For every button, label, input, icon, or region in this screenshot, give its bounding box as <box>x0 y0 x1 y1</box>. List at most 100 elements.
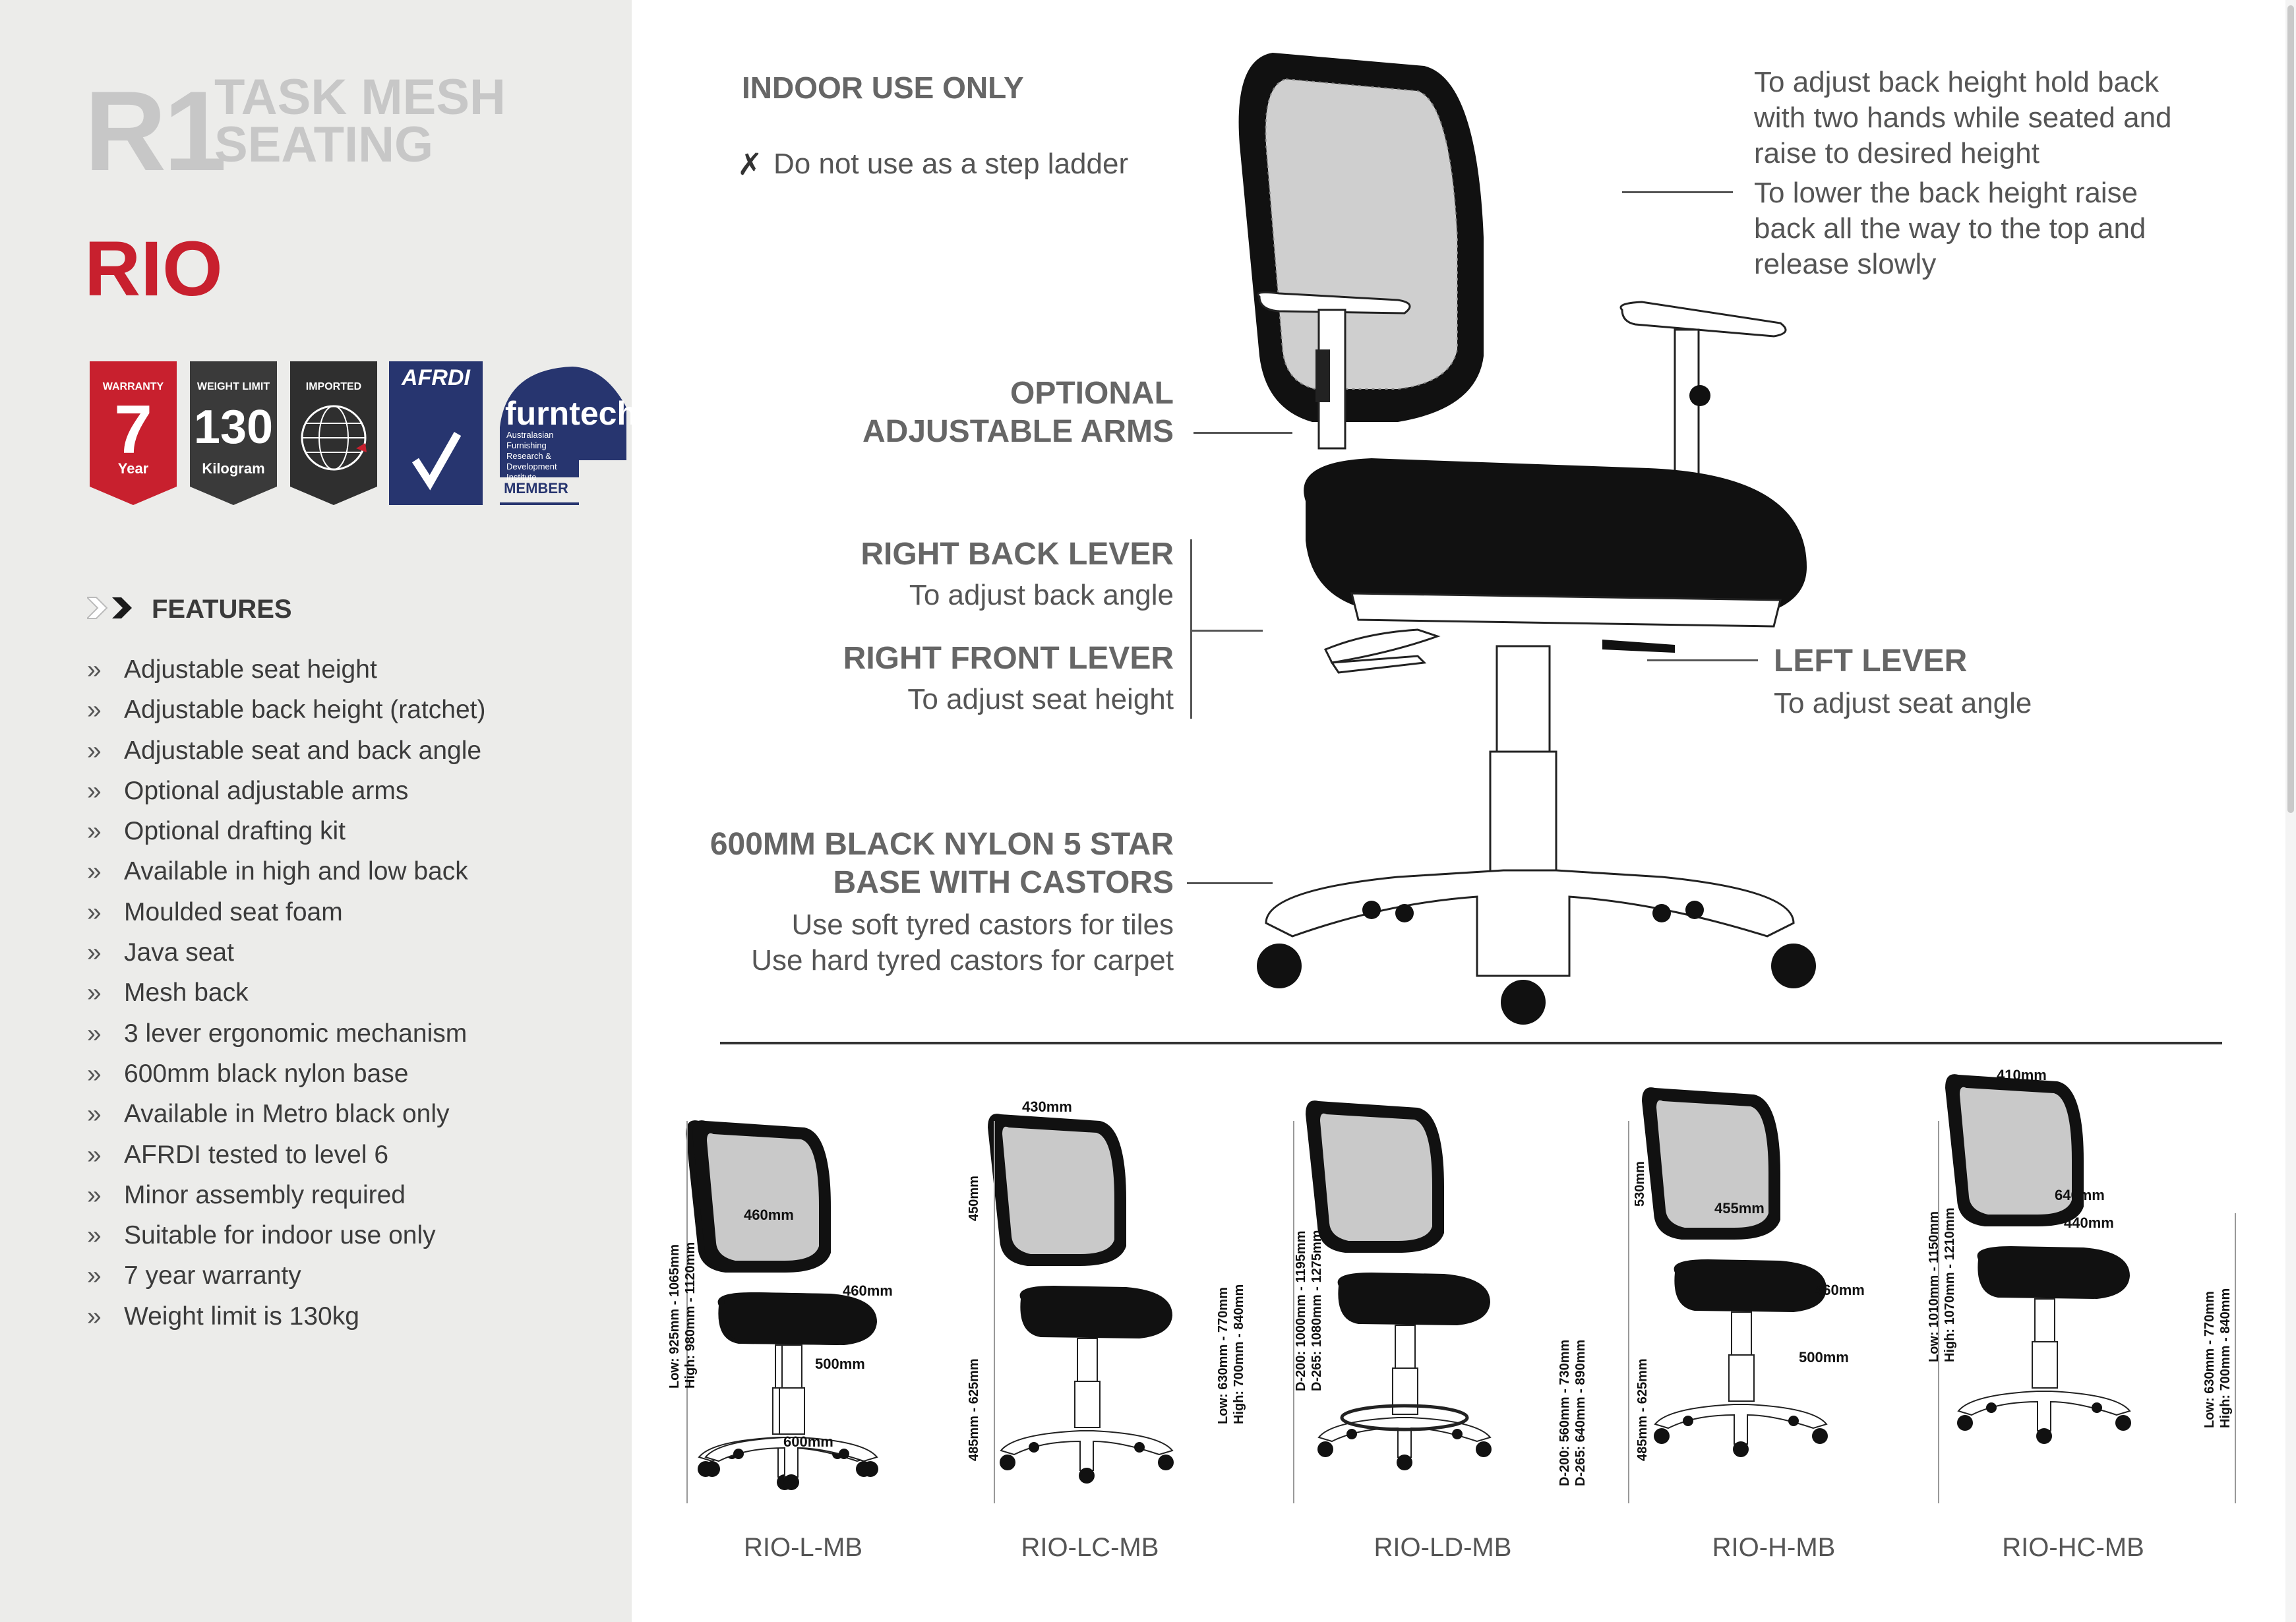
feature-bullet: » <box>87 857 102 886</box>
feature-item: »Java seat <box>87 932 615 973</box>
feature-bullet: » <box>87 897 102 926</box>
feature-bullet: » <box>87 1019 102 1048</box>
model-name-rio-h: RIO-H-MB <box>1712 1533 1836 1562</box>
furntech-line: Institute <box>506 472 537 482</box>
rio-ld-seat-d200: D-200: 560mm - 730mm <box>1557 1339 1572 1486</box>
feature-item: » Moulded seat foam <box>87 892 615 932</box>
back-height-text: To adjust back height hold back with two… <box>1754 65 2172 282</box>
base-sub: Use soft tyred castors for tiles Use har… <box>659 907 1174 978</box>
feature-bullet: » <box>87 736 102 765</box>
back-height-line: with two hands while seated and <box>1754 102 2172 134</box>
chair-illustration <box>1238 53 1816 1025</box>
feature-text: Adjustable seat and back angle <box>124 736 482 765</box>
feature-bullet: » <box>87 655 102 684</box>
features-heading: FEATURES <box>152 595 292 624</box>
feature-item: » Adjustable back height (ratchet) <box>87 690 615 730</box>
feature-text: Weight limit is 130kg <box>124 1302 359 1331</box>
lever-leader <box>1190 630 1263 632</box>
feature-item: »Available in Metro black only <box>87 1094 615 1134</box>
feature-text: Optional adjustable arms <box>124 776 409 805</box>
feature-text: Java seat <box>124 938 234 967</box>
rio-h-seat-width: 460mm <box>1815 1282 1865 1298</box>
back-height-line: To lower the back height raise <box>1754 177 2138 209</box>
feature-text: Available in high and low back <box>124 857 468 886</box>
scrollbar-thumb[interactable] <box>2287 5 2294 813</box>
rio-hc-height-low: Low: 1010mm - 1150mm <box>1927 1211 1941 1362</box>
feature-bullet: » <box>87 1100 102 1129</box>
feature-item: »Optional adjustable arms <box>87 771 615 811</box>
furntech-member: MEMBER <box>504 480 568 496</box>
furntech-line: Furnishing <box>506 440 547 450</box>
model-thumbnails <box>686 1073 2236 1503</box>
feature-text: Minor assembly required <box>124 1180 406 1209</box>
rio-h-seat-height: 485mm - 625mm <box>1635 1358 1650 1461</box>
feature-text: Moulded seat foam <box>124 897 343 926</box>
rio-hc-arm-high: High: 700mm - 840mm <box>2218 1288 2233 1428</box>
feature-item: » Suitable for indoor use only <box>87 1215 615 1255</box>
imported-badge-shape <box>290 361 377 505</box>
feature-bullet: » <box>87 696 102 725</box>
furntech-line: Australasian <box>506 430 554 440</box>
rio-ld-d265: D-265: 1080mm - 1275mm <box>1310 1230 1324 1391</box>
model-name-rio-hc: RIO-HC-MB <box>2002 1533 2144 1562</box>
weight-badge-bottom: Kilogram <box>202 460 265 477</box>
right-front-lever-sub: To adjust seat height <box>907 683 1174 715</box>
sidebar <box>0 0 632 1622</box>
rio-l-seat-depth: 500mm <box>815 1356 865 1372</box>
rio-lc-back-height: 450mm <box>967 1176 981 1221</box>
imported-badge-top: IMPORTED <box>305 381 362 392</box>
left-lever-title: LEFT LEVER <box>1774 644 1968 678</box>
lever-bracket <box>1190 539 1192 719</box>
rio-hc-height-high: High: 1070mm - 1210mm <box>1943 1207 1957 1362</box>
feature-text: AFRDI tested to level 6 <box>124 1140 389 1169</box>
arms-callout-line1: OPTIONAL <box>1010 376 1174 411</box>
back-height-line: release slowly <box>1754 248 1937 280</box>
rio-l-base-width: 600mm <box>783 1433 833 1450</box>
rio-h-back-height: 530mm <box>1633 1161 1647 1207</box>
furntech-shape <box>500 367 626 505</box>
feature-text: Adjustable back height (ratchet) <box>124 696 486 725</box>
afrdi-badge: AFRDI <box>389 361 483 505</box>
rio-lc-seat-height: 485mm - 625mm <box>967 1358 981 1461</box>
warranty-badge-shape <box>90 361 177 505</box>
product-name: RIO <box>84 225 223 313</box>
furntech-logo: furntech <box>505 395 637 432</box>
rio-h-back-width: 455mm <box>1714 1200 1765 1216</box>
left-lever-sub: To adjust seat angle <box>1774 687 2032 719</box>
feature-text: Suitable for indoor use only <box>124 1221 436 1250</box>
cross-icon: ✗ <box>737 147 763 181</box>
feature-text: Adjustable seat height <box>124 655 377 684</box>
rio-hc-arm-low: Low: 630mm - 770mm <box>2202 1291 2217 1428</box>
feature-text: 7 year warranty <box>124 1261 301 1290</box>
rio-h-seat-depth: 500mm <box>1799 1349 1849 1366</box>
back-height-line: back all the way to the top and <box>1754 212 2146 245</box>
series-name-line1: TASK MESH <box>214 69 506 125</box>
furntech-badge: furntech Australasian Furnishing Researc… <box>500 361 637 505</box>
rio-l-height-high: High: 980mm - 1120mm <box>683 1242 698 1389</box>
feature-text: 600mm black nylon base <box>124 1059 409 1088</box>
feature-item: » Optional drafting kit <box>87 811 615 851</box>
feature-item: »Weight limit is 130kg <box>87 1296 615 1337</box>
weight-badge-number: 130 <box>193 401 274 454</box>
feature-item: » Adjustable seat height <box>87 649 615 690</box>
warranty-badge-bottom: Year <box>117 460 149 477</box>
base-sub-line1: Use soft tyred castors for tiles <box>791 909 1174 941</box>
feature-item: »Minor assembly required <box>87 1175 615 1215</box>
section-divider <box>720 1042 2222 1044</box>
double-chevron-icon <box>87 597 132 619</box>
feature-bullet: » <box>87 1221 102 1250</box>
feature-bullet: » <box>87 817 102 846</box>
rio-l-back-width: 460mm <box>744 1207 794 1223</box>
model-name-rio-lc: RIO-LC-MB <box>1021 1533 1159 1562</box>
arms-callout: OPTIONAL ADJUSTABLE ARMS <box>791 375 1174 451</box>
right-front-lever-title: RIGHT FRONT LEVER <box>843 641 1174 676</box>
feature-item: » Available in high and low back <box>87 851 615 891</box>
weight-badge-shape <box>190 361 277 505</box>
indoor-use-title: INDOOR USE ONLY <box>742 71 1024 105</box>
series-name: TASK MESH SEATING <box>214 69 518 170</box>
left-lever-leader <box>1647 659 1758 661</box>
weight-badge-top: WEIGHT LIMIT <box>196 381 270 392</box>
warranty-badge-top: WARRANTY <box>102 381 164 392</box>
rio-l-seat-width: 460mm <box>843 1282 893 1299</box>
feature-text: Optional drafting kit <box>124 817 346 846</box>
